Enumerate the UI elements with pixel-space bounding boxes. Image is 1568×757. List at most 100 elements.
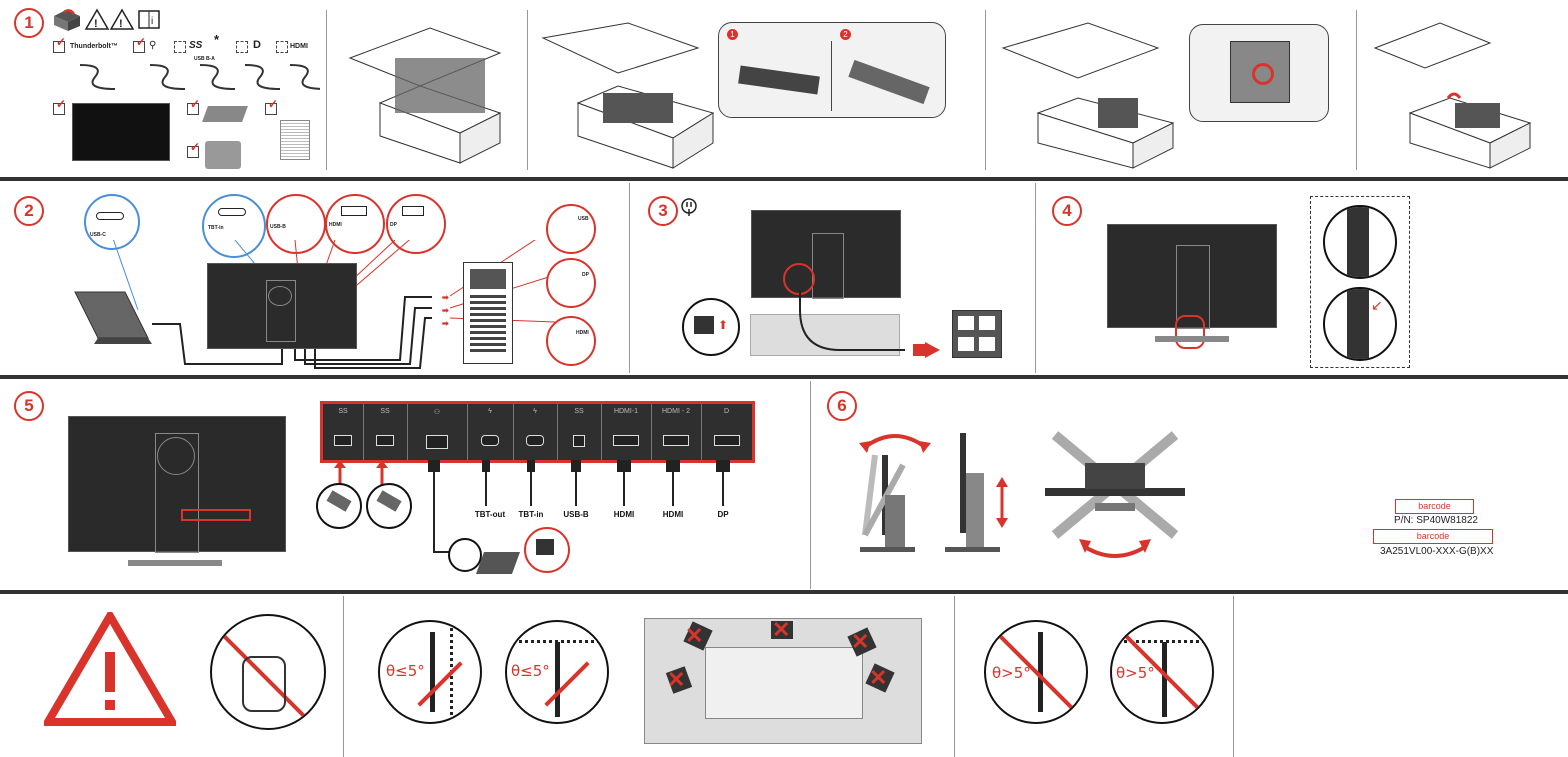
dp-label: DP bbox=[390, 222, 397, 228]
monitor-base bbox=[1155, 336, 1229, 342]
divider bbox=[527, 10, 528, 170]
unboxing-illustration-4 bbox=[1373, 22, 1532, 169]
port-icon bbox=[713, 435, 740, 446]
monitor-profile bbox=[1038, 632, 1043, 712]
ethernet-plug-callout bbox=[448, 538, 482, 572]
package-icons: ! ! i bbox=[52, 8, 172, 32]
power-connector bbox=[694, 316, 714, 334]
monitor-rear bbox=[207, 263, 357, 349]
ceiling-mount-bad-icon: θ>5° bbox=[1110, 620, 1214, 724]
detail-callout: 1 2 bbox=[718, 22, 946, 118]
stand-neck-detail bbox=[1347, 289, 1369, 359]
section-divider bbox=[0, 375, 1568, 379]
step-number-1: 1 bbox=[14, 8, 44, 38]
pc-usb-label: USB bbox=[578, 216, 589, 222]
ethernet-jack-icon bbox=[536, 539, 554, 555]
ethernet-jack-callout bbox=[524, 527, 570, 573]
port-icon bbox=[481, 435, 499, 446]
step-number-3: 3 bbox=[648, 196, 678, 226]
stand-neck bbox=[1176, 245, 1210, 329]
power-cable bbox=[799, 290, 940, 358]
monitor-illustration bbox=[72, 103, 170, 161]
stand-illustration bbox=[202, 106, 248, 122]
checkbox bbox=[187, 103, 199, 115]
arrow-icon: ➡ bbox=[442, 319, 449, 328]
hdmi-label: HDMI bbox=[290, 43, 308, 50]
not-allowed-icon: ✕ bbox=[772, 617, 791, 642]
svg-text:!: ! bbox=[119, 18, 123, 30]
not-allowed-icon: ✕ bbox=[667, 667, 686, 692]
hdmi-label: HDMI bbox=[329, 222, 342, 228]
checkmark-icon: ✓ bbox=[190, 97, 201, 111]
step-number-2: 2 bbox=[14, 196, 44, 226]
divider bbox=[1035, 183, 1036, 373]
ceiling-mount-ok-icon: θ≤5° bbox=[505, 620, 609, 724]
section-divider bbox=[0, 177, 1568, 181]
usb-b-port: SS bbox=[557, 404, 602, 460]
pc-ports bbox=[470, 295, 506, 355]
usb-superspeed-icon: SS bbox=[189, 40, 203, 51]
mic-icon: ⚲ bbox=[149, 40, 157, 51]
port-icon bbox=[613, 435, 639, 446]
checkbox bbox=[133, 41, 145, 53]
callout-divider bbox=[831, 41, 832, 111]
pc-hdmi-callout: HDMI bbox=[546, 316, 596, 366]
check-mark bbox=[544, 661, 590, 707]
dp-port-icon bbox=[402, 206, 424, 216]
cable-clip-highlight bbox=[1175, 315, 1205, 349]
part-number: P/N: SP40W81822 bbox=[1394, 515, 1478, 526]
usb-drive-callout bbox=[366, 483, 412, 529]
divider bbox=[985, 10, 986, 170]
monitor-icon bbox=[771, 621, 793, 639]
tbt-in-port-callout: TBT-in bbox=[202, 194, 266, 258]
callout-step-2: 2 bbox=[840, 29, 851, 40]
cable-management-detail: ↙ bbox=[1310, 196, 1410, 368]
tbt-out-label: TBT-out bbox=[474, 510, 506, 519]
pc-dp-label: DP bbox=[582, 272, 589, 278]
port-label: HDMI - 2 bbox=[662, 408, 690, 415]
wall-outlet bbox=[952, 310, 1002, 358]
checkmark-icon: ✓ bbox=[190, 140, 201, 154]
usb-b-label: USB-B bbox=[563, 510, 589, 519]
step-number-4: 4 bbox=[1052, 196, 1082, 226]
port-icon bbox=[526, 435, 544, 446]
displayport-icon: D bbox=[253, 39, 261, 51]
documentation-illustration bbox=[280, 120, 310, 160]
monitor-profile bbox=[555, 642, 560, 717]
base-illustration bbox=[205, 141, 241, 169]
stand-hole bbox=[157, 437, 195, 475]
hdmi-port-callout: HDMI bbox=[325, 194, 385, 254]
pc-psu bbox=[470, 269, 506, 289]
back-wall bbox=[705, 647, 863, 719]
detail-callout bbox=[1189, 24, 1329, 122]
warning-triangle-icon bbox=[44, 612, 176, 726]
not-allowed-icon: ✕ bbox=[685, 623, 704, 648]
tbt-in-port: ϟ bbox=[513, 404, 558, 460]
divider bbox=[1356, 10, 1357, 170]
thunderbolt-label: Thunderbolt™ bbox=[70, 43, 118, 50]
tbt-in-label: TBT-in bbox=[208, 225, 224, 231]
no-touch-screen-icon bbox=[210, 614, 326, 730]
cable-clip-detail: ↙ bbox=[1323, 287, 1397, 361]
port-label: SS bbox=[380, 408, 390, 415]
unboxing-illustration-3 bbox=[1001, 22, 1175, 169]
checkbox bbox=[53, 103, 65, 115]
cable-clip-detail bbox=[1323, 205, 1397, 279]
stand-neck bbox=[812, 233, 844, 299]
stand-hole bbox=[268, 286, 292, 306]
barcode-placeholder: barcode bbox=[1373, 529, 1493, 544]
svg-text:i: i bbox=[151, 16, 153, 27]
pc-tower bbox=[463, 262, 513, 364]
stand-neck-detail bbox=[1347, 207, 1369, 277]
hdmi-port-icon bbox=[341, 206, 367, 216]
port-icon bbox=[663, 435, 689, 446]
arrow-up-icon: ⬆ bbox=[718, 318, 729, 332]
checkbox bbox=[53, 41, 65, 53]
angle-label: θ≤5° bbox=[511, 662, 550, 680]
arrow-icon: ➡ bbox=[442, 293, 449, 302]
mount-detail bbox=[848, 59, 930, 105]
step5-cables bbox=[334, 460, 730, 553]
port-icon bbox=[376, 435, 394, 446]
dp-label: DP bbox=[717, 510, 729, 519]
usb-c-port-icon bbox=[96, 212, 124, 220]
